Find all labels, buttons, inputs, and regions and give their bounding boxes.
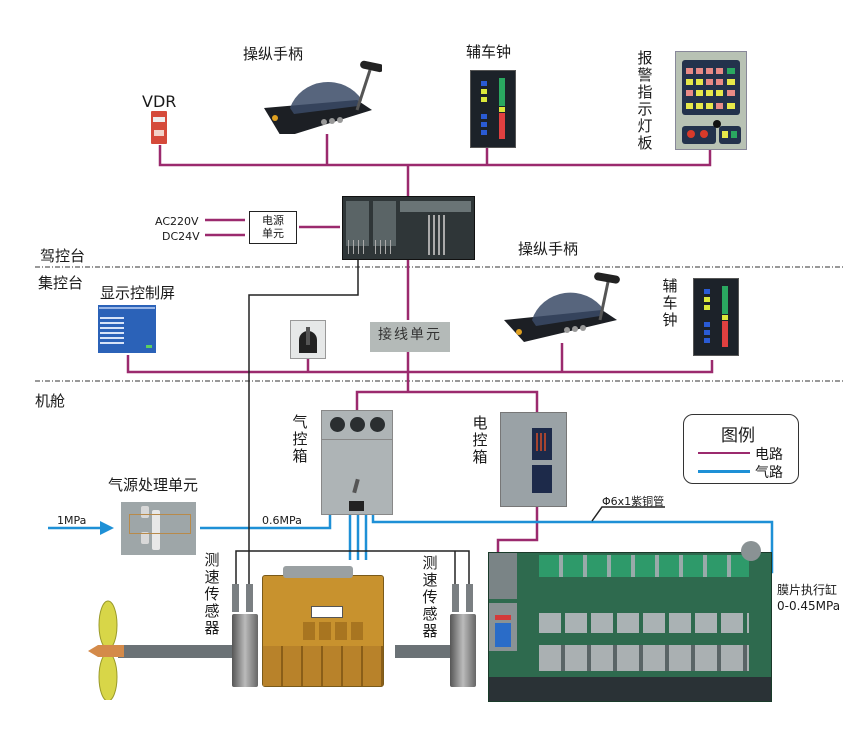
display-screen-label: 显示控制屏 bbox=[100, 284, 176, 302]
speed-sensor-right-label: 测速传感器 bbox=[422, 554, 438, 640]
legend: 图例 电路 气路 bbox=[683, 414, 799, 484]
intermediate-shaft bbox=[395, 645, 455, 658]
display-control-screen[interactable] bbox=[98, 305, 156, 353]
main-engine bbox=[488, 541, 772, 702]
bridge-telegraph-label: 辅车钟 bbox=[466, 43, 512, 61]
cr-control-handle[interactable] bbox=[502, 272, 627, 344]
wire-to-boxes bbox=[355, 390, 539, 412]
air-control-box[interactable] bbox=[321, 410, 393, 515]
speed-sensor-left-label: 测速传感器 bbox=[204, 551, 220, 637]
air-supply bbox=[200, 513, 332, 530]
junction-unit[interactable]: 接线单元 bbox=[370, 322, 450, 352]
speed-sensor-right-b bbox=[466, 584, 473, 612]
propeller-shaft bbox=[118, 645, 233, 658]
actuator-pressure: 0-0.45MPa bbox=[777, 599, 841, 613]
governor bbox=[741, 541, 761, 561]
power-unit[interactable]: 电源 单元 bbox=[249, 211, 297, 244]
input-ac220v: AC220V bbox=[155, 215, 199, 228]
cr-handle-label: 操纵手柄 bbox=[518, 240, 579, 258]
flywheel-right bbox=[450, 614, 476, 687]
selector-switch[interactable] bbox=[290, 320, 326, 359]
alarm-panel-label: 报警指示灯板 bbox=[637, 49, 653, 152]
zone-label-bridge: 驾控台 bbox=[40, 247, 86, 265]
actuator-label: 膜片执行缸 bbox=[777, 583, 838, 597]
legend-label-air: 气路 bbox=[755, 465, 783, 481]
pipe-spec-label: Φ6x1紫铜管 bbox=[602, 495, 665, 508]
bridge-aux-telegraph[interactable] bbox=[470, 70, 516, 148]
input-dc24v: DC24V bbox=[162, 230, 200, 243]
cr-telegraph-label: 辅车钟 bbox=[662, 277, 678, 329]
vdr-device[interactable] bbox=[151, 111, 167, 144]
flywheel-left bbox=[232, 614, 258, 687]
engine-control-panel bbox=[489, 553, 517, 599]
bridge-control-handle[interactable] bbox=[262, 58, 384, 138]
gearbox bbox=[262, 566, 384, 687]
speed-sensor-left-b bbox=[246, 584, 253, 612]
wire-vdr bbox=[158, 145, 712, 167]
air-treatment-label: 气源处理单元 bbox=[108, 476, 199, 494]
air-treatment-unit[interactable] bbox=[121, 502, 196, 555]
legend-title: 图例 bbox=[721, 426, 755, 446]
cr-aux-telegraph[interactable] bbox=[693, 278, 739, 356]
zone-label-engine-room: 机舱 bbox=[35, 392, 66, 410]
inlet-pressure-label: 1MPa bbox=[57, 514, 87, 527]
propeller bbox=[86, 600, 126, 702]
air-inlet-arrow bbox=[100, 521, 114, 535]
sensor-wire-main bbox=[248, 258, 359, 584]
legend-swatch-air bbox=[698, 470, 750, 473]
speed-sensor-right-a bbox=[452, 584, 459, 612]
zone-label-control-room: 集控台 bbox=[38, 274, 84, 292]
alarm-indicator-panel[interactable] bbox=[675, 51, 747, 150]
wire-elec-to-engine bbox=[496, 505, 539, 552]
elec-box-label: 电控箱 bbox=[472, 414, 488, 466]
pipe-callout bbox=[591, 506, 665, 522]
legend-swatch-electric bbox=[698, 452, 750, 454]
electric-control-box[interactable] bbox=[500, 412, 567, 507]
legend-label-electric: 电路 bbox=[755, 447, 783, 463]
air-box-label: 气控箱 bbox=[292, 413, 308, 465]
central-controller[interactable] bbox=[342, 196, 475, 260]
speed-sensor-left-a bbox=[232, 584, 239, 612]
sensor-wire-bus bbox=[235, 550, 470, 584]
wire-control-bus bbox=[126, 355, 714, 374]
power-unit-label-2: 单元 bbox=[262, 227, 284, 240]
power-unit-label-1: 电源 bbox=[262, 214, 284, 227]
bridge-handle-label: 操纵手柄 bbox=[243, 45, 304, 63]
vdr-label: VDR bbox=[142, 92, 177, 111]
supply-pressure-label: 0.6MPa bbox=[262, 514, 302, 527]
